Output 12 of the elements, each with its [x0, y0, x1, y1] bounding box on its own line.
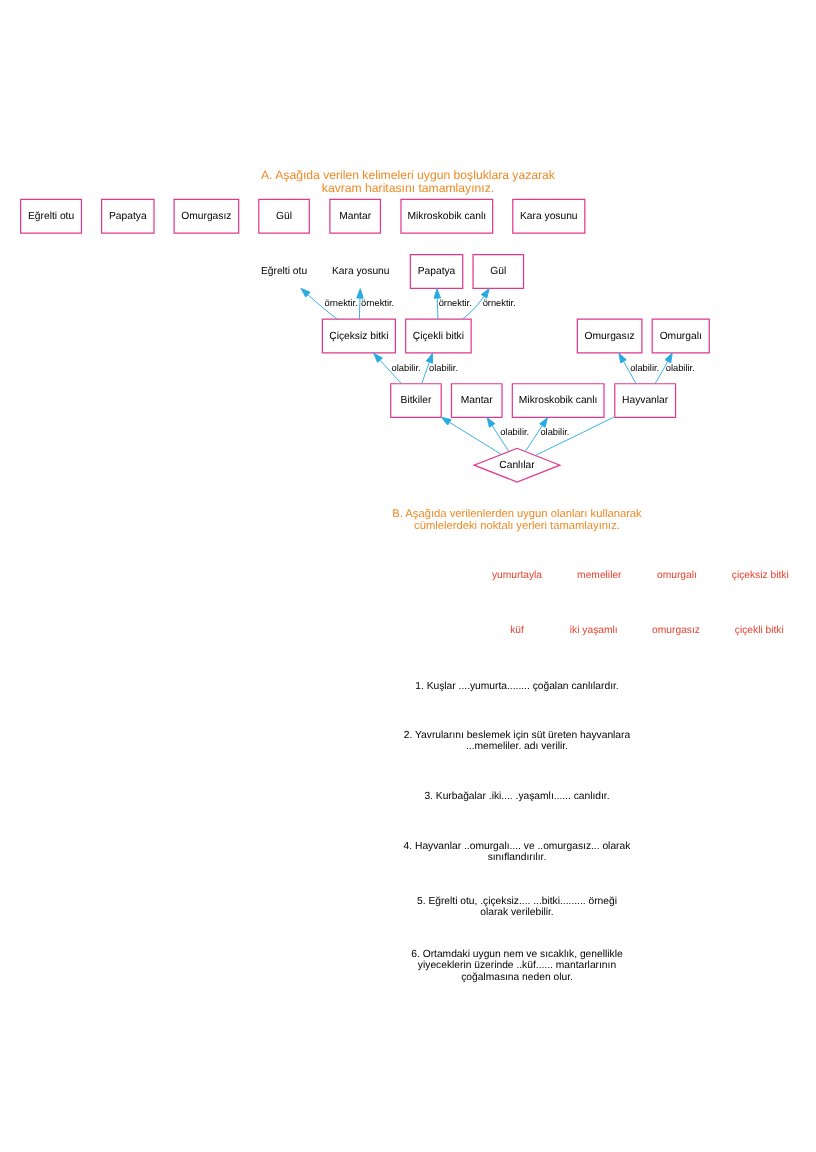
arrow [618, 352, 637, 384]
arrow [373, 352, 402, 384]
arrow [433, 288, 442, 320]
arrow [654, 352, 673, 385]
arrow [421, 352, 434, 384]
arrow [486, 417, 510, 452]
arrow [524, 417, 548, 452]
arrow [440, 416, 502, 455]
arrow [462, 288, 490, 320]
arrow [356, 288, 364, 320]
arrow [300, 287, 338, 320]
connector [534, 416, 616, 456]
